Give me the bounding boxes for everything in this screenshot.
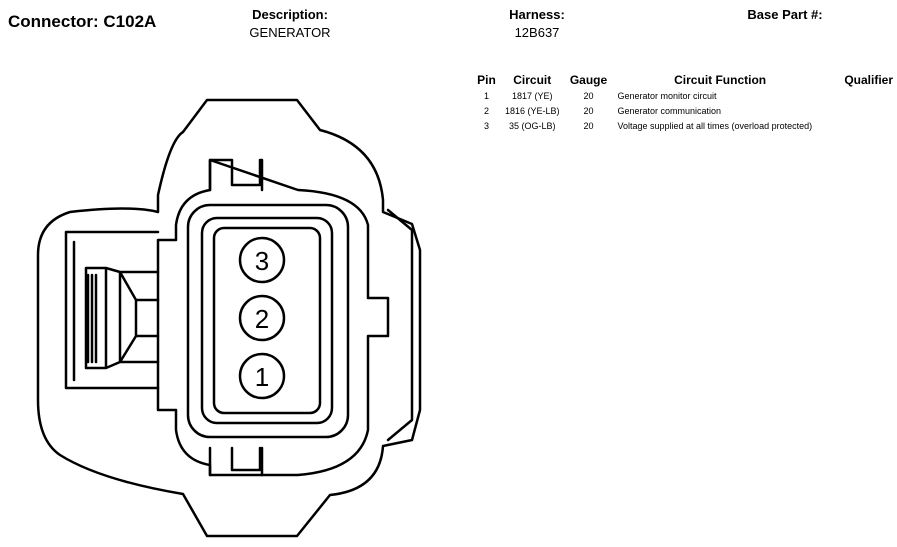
pin-table-header-row: Pin Circuit Gauge Circuit Function Quali… [472,72,897,88]
row-gauge: 20 [583,90,594,101]
pin-table: Pin Circuit Gauge Circuit Function Quali… [472,72,897,133]
bottom-lock-tab [208,446,264,477]
description-value: GENERATOR [249,25,331,40]
left-latch-frame [64,230,160,390]
col-gauge-header: Gauge [569,73,608,87]
description-label: Description: [252,7,328,22]
pin-3-label: 3 [255,246,269,276]
pin-2-circle [238,294,286,342]
terminal-cavity-face [212,226,322,415]
row-gauge: 20 [583,120,594,131]
right-key [386,208,414,442]
connector-outer-housing [36,98,422,538]
col-function-header: Circuit Function [674,73,767,87]
row-function: Generator communication [617,105,722,116]
table-row: 2 1816 (YE-LB) 20 Generator communicatio… [472,103,897,118]
row-pin: 3 [483,120,489,131]
terminal-cavity-outer [186,203,350,439]
row-circuit: 1817 (YE) [511,90,553,101]
row-function: Voltage supplied at all times (overload … [617,120,813,131]
row-circuit: 35 (OG-LB) [508,120,556,131]
pin-2-label: 2 [255,304,269,334]
pin-1-circle [238,352,286,400]
connector-inner-housing [156,158,390,477]
base-part-label: Base Part #: [747,7,823,22]
left-latch-ribs [86,273,98,364]
row-gauge: 20 [583,105,594,116]
row-circuit: 1816 (YE-LB) [504,105,560,116]
table-row: 1 1817 (YE) 20 Generator monitor circuit [472,88,897,103]
left-latch-lever [84,266,160,370]
col-qualifier-header: Qualifier [844,73,893,87]
pin-3-circle [238,236,286,284]
row-function: Generator monitor circuit [617,90,717,101]
harness-label: Harness: [509,7,565,22]
col-pin-header: Pin [477,73,496,87]
row-pin: 1 [483,90,489,101]
top-lock-tab [208,158,264,192]
table-row: 3 35 (OG-LB) 20 Voltage supplied at all … [472,118,897,133]
harness-value: 12B637 [514,25,560,40]
connector-title: Connector: C102A [8,12,157,31]
row-pin: 2 [483,105,489,116]
terminal-cavity-inner [200,216,334,425]
pin-1-label: 1 [255,362,269,392]
col-circuit-header: Circuit [513,73,552,87]
